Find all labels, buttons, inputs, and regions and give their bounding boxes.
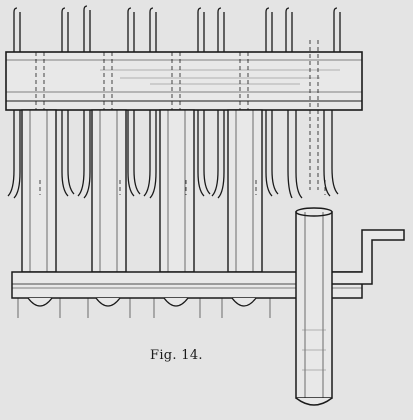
crank-arm xyxy=(329,229,405,285)
cylinder-3 xyxy=(159,109,195,273)
cylinder-1 xyxy=(21,109,57,273)
nuts xyxy=(27,297,257,307)
top-bar xyxy=(5,51,363,111)
figure-caption: Fig. 14. xyxy=(150,348,203,363)
cylinder-2 xyxy=(91,109,127,273)
vertical-cylinders xyxy=(21,109,263,273)
spring-blades xyxy=(7,5,341,199)
dashed-guides xyxy=(35,40,326,195)
cylinder-4 xyxy=(227,109,263,273)
vertical-shaft xyxy=(295,207,333,406)
